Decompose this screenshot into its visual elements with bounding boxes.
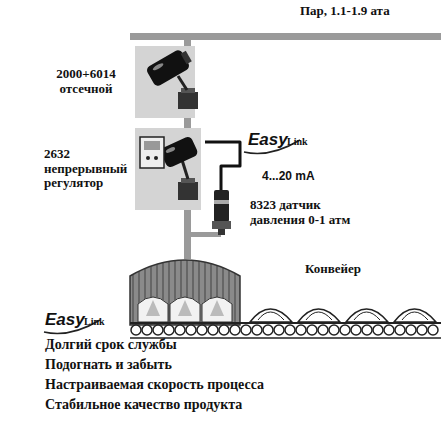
- pressure-sensor: [191, 190, 231, 237]
- conveyor-label: Конвейер: [305, 262, 361, 277]
- cutoff-valve: [145, 46, 198, 109]
- roller: [329, 325, 339, 335]
- roller: [373, 325, 383, 335]
- roller: [219, 325, 229, 335]
- roller: [197, 325, 207, 335]
- feature-text: Долгий срок службы: [45, 337, 177, 353]
- regulator-box: 2632 непрерывный регулятор: [40, 128, 205, 210]
- signal-cable: [205, 142, 240, 190]
- valve-panel: [135, 128, 201, 210]
- component-label: 8323 датчик давления 0-1 атм: [250, 198, 358, 228]
- roller: [362, 325, 372, 335]
- roller: [208, 325, 218, 335]
- roller: [285, 325, 295, 335]
- roller: [131, 325, 141, 335]
- roller: [296, 325, 306, 335]
- roller: [274, 325, 284, 335]
- logo-text: Link: [287, 136, 308, 148]
- feature-text: Стабильное качество продукта: [45, 397, 242, 413]
- conveyor: [130, 323, 441, 338]
- cutoff-valve-box: 2000+6014 отсечной: [40, 46, 200, 118]
- roller: [384, 325, 394, 335]
- component-label: 2632 непрерывный регулятор: [44, 147, 136, 192]
- roller: [252, 325, 262, 335]
- roller: [318, 325, 328, 335]
- roller: [428, 325, 438, 335]
- roller: [340, 325, 350, 335]
- roller: [417, 325, 427, 335]
- feature-text: Подогнать и забыть: [45, 357, 172, 373]
- roller: [351, 325, 361, 335]
- logo-text: Easy: [45, 310, 85, 330]
- roller: [406, 325, 416, 335]
- roller: [263, 325, 273, 335]
- logo-text: Easy: [248, 130, 288, 150]
- signal-label: 4...20 mA: [260, 169, 317, 183]
- steam-pipe: [130, 33, 441, 40]
- sensor-box: 8323 датчик давления 0-1 атм: [205, 190, 365, 240]
- steam-label: Пар, 1.1-1.9 ата: [300, 4, 390, 19]
- roller: [164, 325, 174, 335]
- roller: [142, 325, 152, 335]
- component-label: 2000+6014 отсечной: [40, 67, 132, 97]
- roller: [153, 325, 163, 335]
- control-valve: [140, 135, 199, 200]
- roller: [230, 325, 240, 335]
- bread-loaves: [250, 309, 436, 322]
- logo-text: Link: [84, 316, 105, 328]
- roller: [395, 325, 405, 335]
- roller: [241, 325, 251, 335]
- roller: [175, 325, 185, 335]
- oven: [130, 260, 240, 325]
- feature-text: Настраиваемая скорость процесса: [45, 377, 264, 393]
- roller: [186, 325, 196, 335]
- roller: [307, 325, 317, 335]
